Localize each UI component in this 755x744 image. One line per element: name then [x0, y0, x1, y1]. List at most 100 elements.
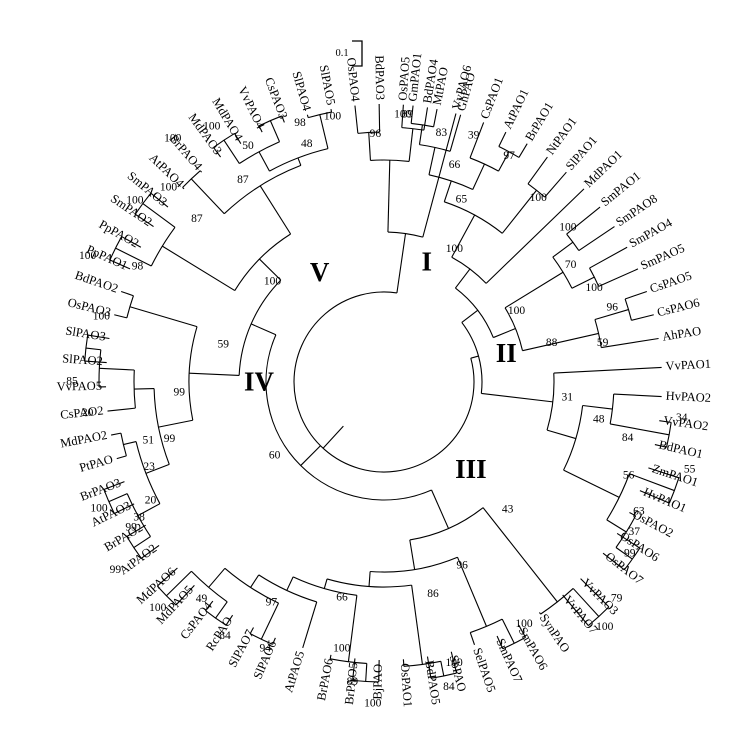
clade-label: IV: [244, 366, 275, 396]
branch-segment: [134, 387, 155, 390]
branch-arc: [455, 287, 494, 338]
taxon-label: HvPAO1: [641, 485, 688, 516]
taxon-label: AtPAO1: [500, 87, 531, 131]
branch-segment: [134, 213, 154, 227]
bootstrap-value: 50: [242, 140, 254, 152]
bootstrap-value: 99: [125, 522, 137, 534]
taxon-label: BrPAO5: [342, 662, 360, 706]
branch-segment: [121, 236, 142, 248]
bootstrap-value: 84: [622, 432, 634, 444]
branch-segment: [126, 524, 146, 537]
branch-segment: [433, 109, 438, 127]
branch-segment: [133, 536, 151, 549]
branch-segment: [368, 571, 371, 587]
branch-segment: [368, 132, 371, 161]
branch-arc: [451, 256, 487, 284]
branch-segment: [199, 170, 203, 173]
branch-arc: [234, 233, 291, 291]
taxon-label: SlPAO5: [317, 64, 338, 106]
branch-arc: [326, 578, 412, 588]
branch-segment: [114, 314, 128, 319]
branch-segment: [563, 469, 620, 498]
branch-segment: [572, 588, 600, 617]
taxon-label: AhPAO: [661, 324, 702, 344]
branch-segment: [306, 114, 309, 118]
taxon-label: BrPAO3: [78, 475, 123, 503]
bootstrap-value: 99: [164, 433, 176, 445]
branch-segment: [115, 247, 152, 267]
taxon-label: SelPAO5: [470, 646, 498, 694]
branch-segment: [616, 532, 641, 549]
branch-arc: [370, 159, 410, 162]
bootstrap-value: 79: [611, 593, 623, 605]
branch-arc: [238, 279, 282, 376]
branch-segment: [354, 105, 359, 134]
bootstrap-value: 100: [446, 657, 464, 669]
branch-segment: [123, 440, 137, 446]
branch-segment: [137, 503, 161, 517]
branch-segment: [259, 258, 282, 281]
branch-segment: [571, 276, 595, 289]
branch-segment: [493, 328, 516, 339]
bootstrap-value: 48: [301, 138, 313, 150]
bootstrap-value: 86: [427, 588, 439, 600]
bootstrap-value: 96: [370, 128, 382, 140]
branch-segment: [223, 139, 240, 164]
branch-segment: [469, 122, 485, 159]
branch-arc: [370, 556, 458, 573]
branch-arc: [153, 388, 170, 465]
branch-segment: [260, 602, 280, 640]
taxon-label: CsPAO5: [648, 268, 694, 295]
branch-segment: [496, 635, 504, 649]
branch-segment: [111, 432, 122, 436]
branch-segment: [440, 661, 445, 677]
branch-segment: [208, 567, 226, 588]
branch-segment: [162, 245, 236, 292]
branch-segment: [258, 125, 263, 133]
branch-segment: [501, 618, 515, 644]
branch-segment: [450, 651, 458, 674]
branch-segment: [606, 519, 627, 533]
branch-segment: [297, 157, 302, 166]
branch-arc: [120, 433, 127, 457]
bootstrap-value: 100: [79, 250, 97, 262]
bootstrap-value: 51: [142, 434, 154, 446]
branch-segment: [108, 493, 128, 503]
branch-arc: [444, 201, 503, 234]
branch-segment: [250, 574, 260, 588]
branch-segment: [481, 392, 553, 403]
branch-segment: [498, 131, 507, 147]
taxon-label: GmPAO1: [405, 52, 424, 102]
branch-arc: [133, 369, 136, 409]
taxon-label: BjPAO: [370, 664, 385, 700]
taxon-label: OsPAO5: [396, 56, 413, 101]
branch-segment: [84, 360, 107, 364]
bootstrap-value: 100: [515, 618, 533, 630]
branch-segment: [601, 337, 659, 349]
bootstrap-value: 84: [443, 681, 455, 693]
branch-segment: [87, 334, 110, 340]
branch-segment: [319, 114, 329, 149]
branch-arc: [109, 236, 123, 261]
branch-segment: [485, 188, 585, 284]
branch-arc: [504, 307, 524, 351]
bootstrap-value: 43: [502, 504, 514, 516]
branch-segment: [213, 147, 222, 158]
taxon-label: BrPAO6: [314, 657, 336, 701]
branch-segment: [129, 306, 198, 328]
branch-segment: [189, 372, 240, 376]
bootstrap-value: 89: [347, 676, 359, 688]
taxon-label: OsPAO1: [398, 663, 415, 708]
bootstrap-value: 20: [145, 495, 157, 507]
bootstrap-value: 85: [66, 376, 78, 388]
scale-bar-label: 0.1: [335, 48, 348, 59]
branch-segment: [259, 185, 292, 235]
clade-label: I: [421, 247, 432, 277]
branch-arc: [126, 295, 134, 319]
branch-segment: [431, 489, 449, 529]
taxon-label: SmPAO6: [516, 625, 551, 673]
bootstrap-value: 100: [585, 282, 603, 294]
bootstrap-value: 97: [503, 150, 515, 162]
